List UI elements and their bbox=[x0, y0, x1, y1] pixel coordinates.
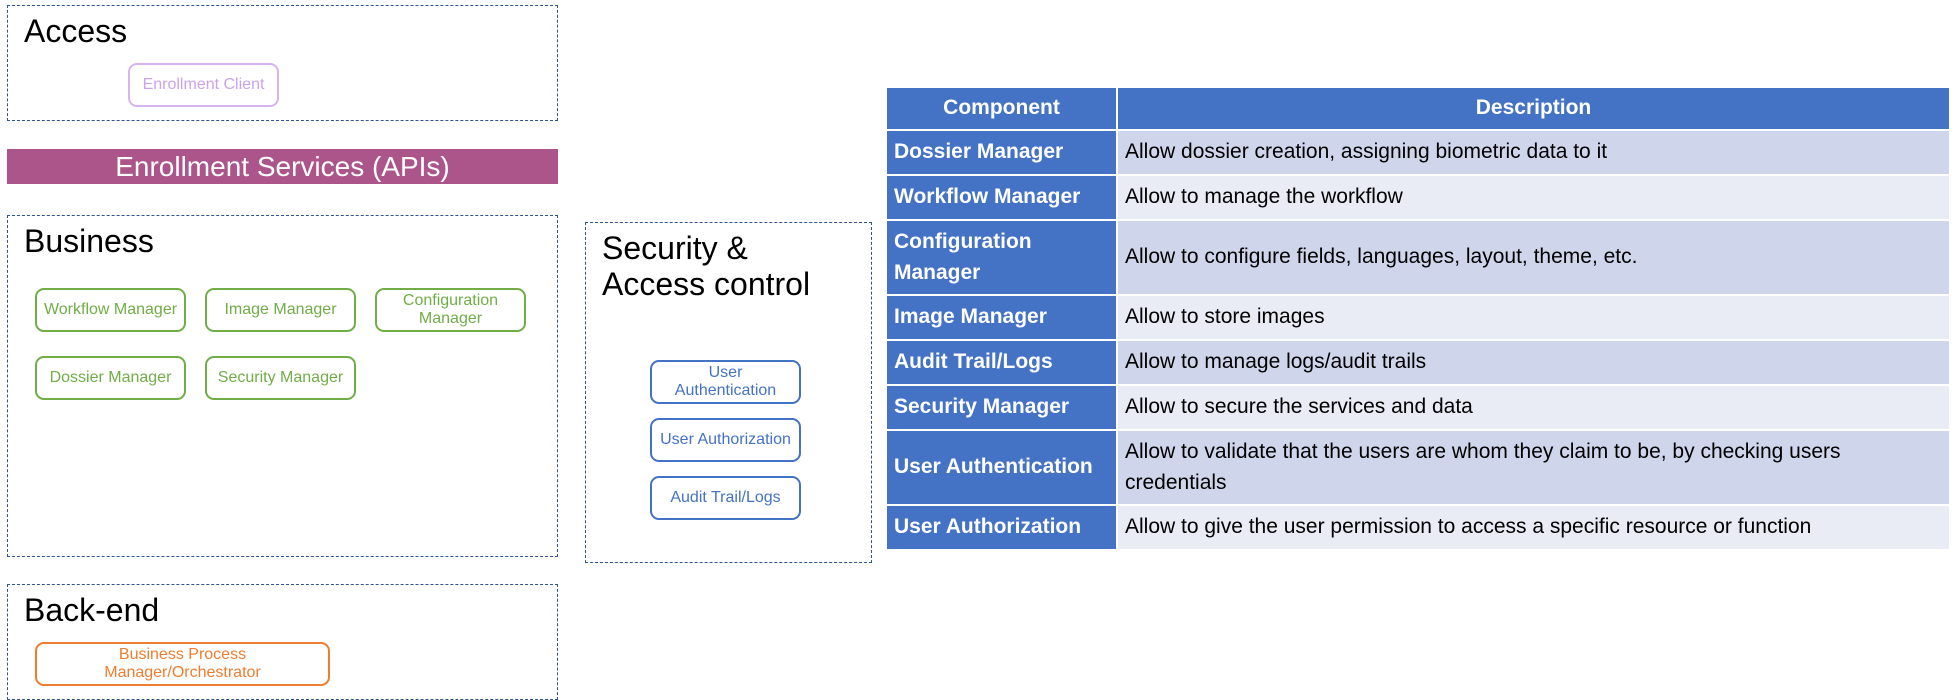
business-section: Business Workflow Manager Image Manager … bbox=[7, 215, 558, 557]
backend-title: Back-end bbox=[24, 592, 160, 628]
component-name: User Authentication bbox=[885, 429, 1118, 506]
business-process-manager-box: Business Process Manager/Orchestrator bbox=[35, 642, 330, 686]
table-row: User Authentication Allow to validate th… bbox=[885, 429, 1951, 506]
user-authorization-box: User Authorization bbox=[650, 418, 801, 462]
dossier-manager-box: Dossier Manager bbox=[35, 356, 186, 400]
enrollment-services-banner: Enrollment Services (APIs) bbox=[7, 149, 558, 184]
workflow-manager-box: Workflow Manager bbox=[35, 288, 186, 332]
component-name: Audit Trail/Logs bbox=[885, 339, 1118, 386]
component-table: Component Description Dossier Manager Al… bbox=[885, 86, 1951, 551]
component-description: Allow to manage the workflow bbox=[1116, 174, 1951, 221]
security-title-line2: Access control bbox=[602, 265, 811, 302]
table-row: User Authorization Allow to give the use… bbox=[885, 504, 1951, 551]
header-component: Component bbox=[885, 86, 1118, 131]
table-row: Security Manager Allow to secure the ser… bbox=[885, 384, 1951, 431]
component-name: User Authorization bbox=[885, 504, 1118, 551]
component-name: Security Manager bbox=[885, 384, 1118, 431]
component-description: Allow to validate that the users are who… bbox=[1116, 429, 1951, 506]
component-description: Allow to give the user permission to acc… bbox=[1116, 504, 1951, 551]
component-name: Workflow Manager bbox=[885, 174, 1118, 221]
business-title: Business bbox=[24, 223, 154, 259]
component-description: Allow to manage logs/audit trails bbox=[1116, 339, 1951, 386]
backend-section: Back-end Business Process Manager/Orches… bbox=[7, 584, 558, 700]
component-name: Dossier Manager bbox=[885, 129, 1118, 176]
configuration-manager-box: Configuration Manager bbox=[375, 288, 526, 332]
table-row: Workflow Manager Allow to manage the wor… bbox=[885, 174, 1951, 221]
enrollment-client-box: Enrollment Client bbox=[128, 63, 279, 107]
security-manager-box: Security Manager bbox=[205, 356, 356, 400]
access-section: Access Enrollment Client bbox=[7, 5, 558, 121]
image-manager-box: Image Manager bbox=[205, 288, 356, 332]
table-row: Image Manager Allow to store images bbox=[885, 294, 1951, 341]
component-description: Allow to configure fields, languages, la… bbox=[1116, 219, 1951, 296]
table-row: Configuration Manager Allow to configure… bbox=[885, 219, 1951, 296]
component-description: Allow to secure the services and data bbox=[1116, 384, 1951, 431]
component-description: Allow dossier creation, assigning biomet… bbox=[1116, 129, 1951, 176]
component-name: Configuration Manager bbox=[885, 219, 1118, 296]
access-title: Access bbox=[24, 13, 128, 49]
table-header-row: Component Description bbox=[885, 86, 1951, 131]
header-description: Description bbox=[1116, 86, 1951, 131]
table-row: Audit Trail/Logs Allow to manage logs/au… bbox=[885, 339, 1951, 386]
table-row: Dossier Manager Allow dossier creation, … bbox=[885, 129, 1951, 176]
security-section: Security & Access control User Authentic… bbox=[585, 222, 872, 563]
audit-trail-logs-box: Audit Trail/Logs bbox=[650, 476, 801, 520]
component-name: Image Manager bbox=[885, 294, 1118, 341]
user-authentication-box: User Authentication bbox=[650, 360, 801, 404]
component-description: Allow to store images bbox=[1116, 294, 1951, 341]
security-title: Security & Access control bbox=[602, 230, 811, 303]
security-title-line1: Security & bbox=[602, 230, 748, 266]
